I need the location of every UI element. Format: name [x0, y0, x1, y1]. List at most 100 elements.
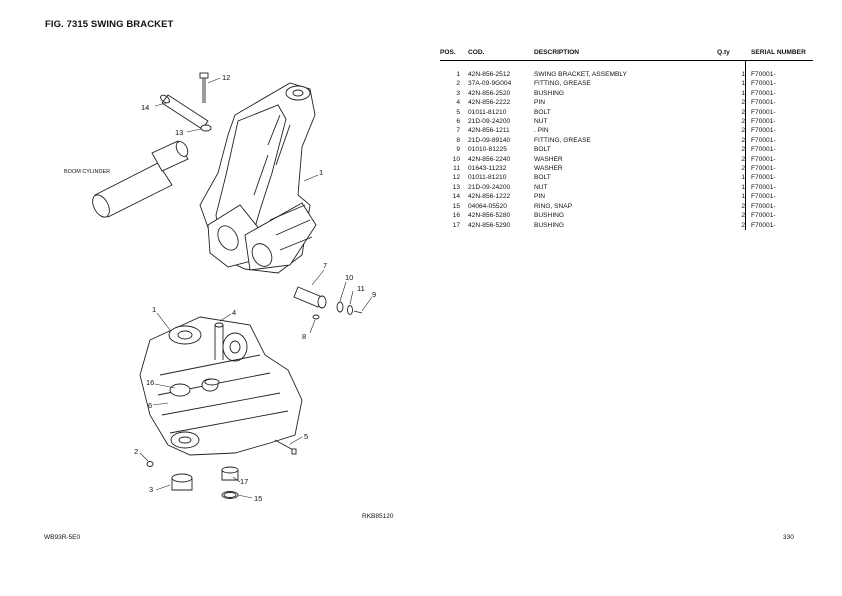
- header-cod: COD.: [468, 49, 534, 61]
- cell-pos: 11: [453, 165, 460, 173]
- callout-6: 6: [148, 401, 152, 410]
- cell-description: BUSHING: [534, 221, 565, 229]
- callout-4: 4: [232, 308, 236, 317]
- callout-11: 11: [357, 284, 365, 293]
- cell-pos: 14: [452, 193, 460, 201]
- table-header-row: POS. COD. DESCRIPTION Q.ty SERIAL NUMBER: [440, 49, 813, 61]
- boom-cylinder-drawing: [92, 140, 189, 218]
- cell-description: PIN: [534, 193, 545, 201]
- callout-2: 2: [134, 447, 138, 456]
- cell-cod: 42N-856-2512: [468, 71, 511, 78]
- header-description: DESCRIPTION: [534, 49, 717, 61]
- cell-pos: 6: [456, 118, 460, 126]
- cell-description: RING, SNAP: [534, 202, 573, 210]
- cell-qty: 1: [741, 183, 745, 191]
- callout-1-upper: 1: [319, 168, 323, 177]
- cell-cod: 42N-856-1222: [468, 193, 511, 201]
- cell-sep: [745, 98, 747, 108]
- cell-sep: [745, 135, 747, 146]
- cell-serial: F70001-: [751, 146, 776, 154]
- callout-17: 17: [240, 477, 248, 486]
- cell-cod: 42N-856-2240: [468, 155, 511, 163]
- cell-description: FITTING, GREASE: [534, 80, 591, 88]
- cell-qty: 2: [741, 127, 745, 135]
- cell-serial: F70001-: [751, 136, 776, 144]
- cell-serial: F70001-: [751, 193, 776, 201]
- cell-qty: 1: [741, 71, 745, 78]
- callout-7: 7: [323, 261, 327, 270]
- cell-description: WASHER: [534, 155, 563, 163]
- cell-serial: F70001-: [751, 99, 776, 107]
- cell-pos: 10: [452, 155, 460, 163]
- cell-qty: 1: [741, 193, 745, 201]
- cell-description: FITTING, GREASE: [534, 136, 591, 144]
- cell-cod: 01643-11232: [468, 165, 507, 173]
- cell-cod: 42N-856-1211: [468, 127, 510, 135]
- pin-14-drawing: [160, 94, 209, 130]
- parts-table: POS. COD. DESCRIPTION Q.ty SERIAL NUMBER…: [440, 49, 813, 230]
- cell-serial: F70001-: [751, 127, 776, 135]
- header-pos: POS.: [440, 49, 468, 61]
- callout-10: 10: [345, 273, 353, 282]
- cell-description: BOLT: [534, 174, 551, 182]
- cell-sep: [745, 154, 747, 165]
- cell-cod: 42N-856-2520: [468, 89, 511, 97]
- cell-description: SWING BRACKET, ASSEMBLY: [534, 71, 627, 78]
- cell-qty: 2: [741, 108, 745, 116]
- cell-serial: F70001-: [751, 221, 776, 229]
- cell-pos: 9: [456, 146, 460, 154]
- swing-bracket-lower-drawing: [139, 316, 303, 499]
- cell-serial: F70001-: [751, 183, 776, 191]
- cell-sep: [745, 211, 747, 221]
- callout-12: 12: [222, 73, 230, 82]
- cell-qty: 2: [741, 118, 745, 126]
- cell-qty: 2: [741, 221, 745, 229]
- cell-pos: 4: [456, 99, 460, 107]
- cell-qty: 2: [741, 146, 745, 154]
- exploded-parts-diagram: 12 14 13 1 7 10 11 9 8 1 4 16 6 5 2 3 17…: [64, 72, 376, 503]
- cell-description: PIN: [534, 99, 545, 107]
- page-title: FIG. 7315 SWING BRACKET: [45, 19, 174, 30]
- cell-pos: 13: [452, 183, 460, 191]
- cell-pos: 12: [452, 174, 460, 182]
- cell-serial: F70001-: [751, 108, 776, 116]
- cell-cod: 42N-856-5280: [468, 212, 511, 220]
- callout-8: 8: [302, 332, 306, 341]
- cell-sep: [745, 79, 747, 89]
- cell-sep: [745, 164, 747, 174]
- cell-pos: 3: [456, 89, 460, 97]
- cell-sep: [745, 220, 747, 230]
- model-code: WB93R-5E0: [44, 534, 81, 541]
- cell-qty: 2: [741, 155, 745, 163]
- cell-description: BOLT: [534, 108, 551, 116]
- cell-serial: F70001-: [751, 118, 776, 126]
- cell-description: WASHER: [534, 165, 563, 173]
- cell-description: NUT: [534, 118, 548, 126]
- cell-sep: [745, 117, 747, 127]
- callout-16: 16: [146, 378, 154, 387]
- table-row: 14 42N-856-1222 PIN 1 F70001-: [440, 192, 813, 202]
- cell-cod: 01011-81210: [468, 108, 507, 116]
- boom-cylinder-label: BOOM CYLINDER: [64, 169, 110, 175]
- cell-cod: 21D-09-89140: [468, 136, 511, 144]
- cell-pos: 17: [452, 221, 460, 229]
- cell-serial: F70001-: [751, 212, 776, 220]
- cell-serial: F70001-: [751, 202, 776, 210]
- cell-serial: F70001-: [751, 174, 776, 182]
- cell-sep: [745, 60, 747, 80]
- cell-serial: F70001-: [751, 155, 776, 163]
- callout-5: 5: [304, 432, 308, 441]
- cell-description: BUSHING: [534, 212, 565, 220]
- callout-14: 14: [141, 103, 149, 112]
